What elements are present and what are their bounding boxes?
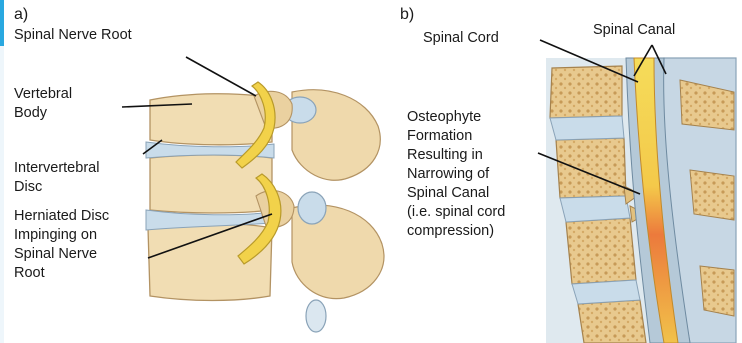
sagittal-disc-1 [550, 116, 624, 140]
panel-b-tag: b) [400, 5, 414, 24]
label-herniated-disc: Herniated Disc Impinging on Spinal Nerve… [14, 207, 109, 283]
sagittal-disc-2 [560, 196, 630, 222]
leader-nerve-root [186, 57, 256, 96]
facet-joint-lower [298, 192, 326, 224]
sagittal-vertebra-3 [566, 218, 636, 284]
sagittal-vertebra-4 [578, 300, 646, 343]
spinous-process-b-2 [690, 170, 734, 220]
vertebral-body-top [150, 94, 272, 145]
label-vertebral-body: Vertebral Body [14, 85, 72, 123]
vertebral-body-bottom [148, 224, 272, 301]
label-osteophyte-formation: Osteophyte Formation Resulting in Narrow… [407, 108, 505, 241]
label-spinal-cord: Spinal Cord [423, 29, 499, 48]
label-intervertebral-disc: Intervertebral Disc [14, 159, 99, 197]
vertebral-body-middle [150, 155, 272, 213]
label-spinal-canal: Spinal Canal [593, 21, 675, 40]
label-spinal-nerve-root: Spinal Nerve Root [14, 26, 132, 45]
sagittal-disc-3 [572, 280, 640, 304]
panel-a-illustration [146, 82, 384, 332]
panel-b-illustration [546, 58, 736, 343]
spinous-process-b-3 [700, 266, 734, 316]
facet-joint-bottom [306, 300, 326, 332]
sagittal-vertebra-1 [550, 66, 622, 118]
panel-a-tag: a) [14, 5, 28, 24]
sagittal-vertebra-2 [556, 138, 626, 198]
